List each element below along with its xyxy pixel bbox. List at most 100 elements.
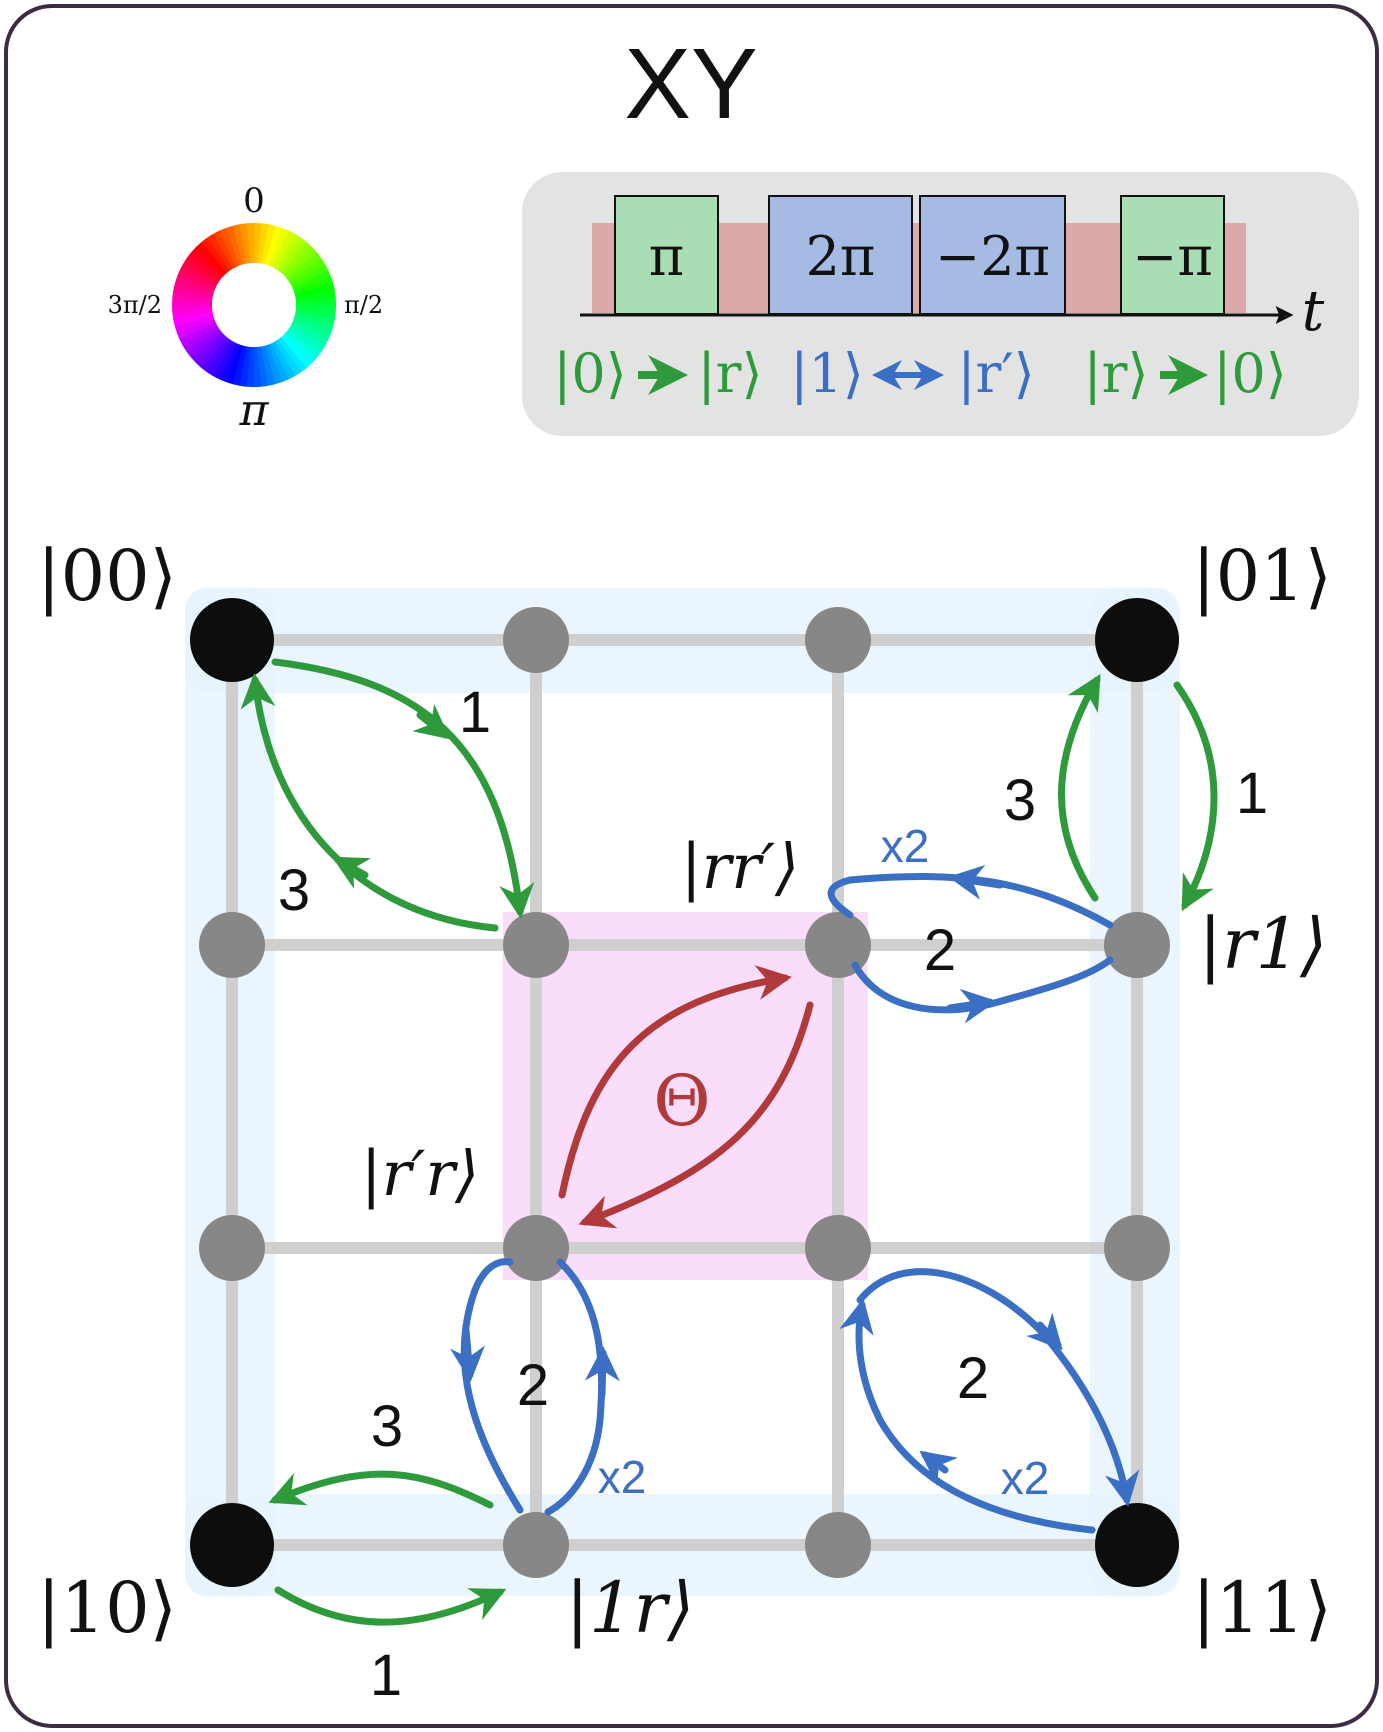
phase-wheel-segment [286, 329, 322, 358]
phase-label-bottom: π [239, 385, 270, 436]
pulse-block-1-label: 2π [806, 225, 876, 288]
arrow-loop-bottom-head [946, 988, 997, 1024]
phase-wheel-segment [225, 225, 244, 266]
phase-wheel-segment [295, 308, 336, 320]
phase-wheel-segment [290, 264, 329, 288]
phase-wheel-segment [186, 252, 222, 281]
phase-wheel-segment [186, 328, 222, 358]
pulse-block-3-label: −π [1132, 225, 1213, 288]
phase-label-right: π/2 [344, 291, 383, 319]
phase-wheel-segment [206, 339, 233, 377]
transition-1: |1⟩ |r′⟩ [790, 342, 1034, 405]
pulse-block-0: π [614, 195, 719, 315]
arrow-01-to-r1-step1 [1173, 681, 1218, 912]
phase-wheel-segment [290, 322, 329, 347]
arrow-rr-prime-to-r1-loop-bottom [851, 956, 1114, 1014]
label-bottom-right-x2: x2 [1001, 1452, 1050, 1504]
phase-wheel-segment [271, 230, 296, 269]
transition-2-to: |0⟩ [1213, 342, 1287, 405]
phase-wheel-segment [232, 224, 247, 265]
pulse-block-2: −2π [919, 195, 1066, 315]
state-label-11: |11⟩ [1192, 1567, 1332, 1649]
arrow-loop-top-head [948, 865, 1004, 900]
node-00 [190, 598, 274, 682]
label-top-right-3: 3 [1004, 768, 1036, 833]
transition-2-from: |r⟩ [1083, 342, 1148, 405]
arrow-r1-to-rr-prime-loop-top [827, 872, 1114, 929]
phase-wheel-segment [277, 337, 307, 373]
pulse-block-2-box [919, 195, 1066, 315]
transition-1-from: |1⟩ [790, 342, 864, 405]
phase-wheel-segment [288, 326, 326, 353]
phase-wheel-segment [191, 246, 225, 279]
phase-wheel-segment [201, 337, 230, 373]
pulse-block-3: −π [1120, 195, 1225, 315]
pulse-block-2-label: −2π [935, 225, 1050, 288]
arrow-r-prime-r-to-1r-right [544, 1258, 606, 1516]
center-magenta-square [503, 912, 868, 1280]
phase-wheel-segment [173, 283, 214, 298]
phase-wheel-segment [295, 297, 336, 306]
phase-wheel-segment [206, 233, 234, 271]
state-label-rr-prime: |rr′⟩ [681, 830, 799, 903]
phase-wheel-segment [280, 242, 313, 276]
phase-wheel-segment [196, 241, 228, 276]
phase-wheel-segment [172, 297, 213, 305]
phase-wheel-segment [172, 290, 213, 302]
state-label-r-prime-r: |r′r⟩ [361, 1137, 479, 1210]
phase-wheel-segment [173, 312, 214, 327]
arrow-bottom-right-return-head [919, 1450, 958, 1486]
phase-wheel-segment [212, 341, 237, 380]
label-bottom-left-1: 1 [370, 1643, 402, 1708]
phase-wheel-segment [293, 276, 334, 295]
phase-wheel-segment [174, 315, 215, 334]
phase-label-left: 3π/2 [108, 291, 162, 319]
phase-wheel-segment [232, 345, 247, 386]
label-bottom-loop-2: 2 [517, 1353, 549, 1418]
arrow-1r-to-r-prime-r-left [460, 1258, 524, 1514]
arrow-r-prime-r-to-rr-prime [558, 965, 792, 1199]
phase-wheel-segment [182, 257, 220, 284]
phase-wheel-segment [213, 230, 237, 269]
phase-wheel-segment [176, 270, 217, 291]
phase-wheel-segment [268, 343, 289, 383]
label-bottom-right-2: 2 [957, 1346, 989, 1411]
label-top-left-1: 1 [459, 680, 491, 745]
phase-wheel-segment [182, 325, 220, 353]
node-1r [503, 1512, 569, 1578]
phase-wheel-hole [212, 263, 296, 347]
phase-wheel-segment [294, 312, 335, 327]
node-2-3 [1104, 1215, 1170, 1281]
node-1-1 [503, 912, 569, 978]
time-axis-label: t [1302, 279, 1325, 344]
label-top-right-1: 1 [1236, 761, 1268, 826]
phase-wheel-segment [225, 344, 244, 385]
phase-wheel-segment [261, 345, 276, 386]
phase-wheel-segment [219, 227, 240, 267]
phase-wheel-segment [264, 344, 283, 385]
label-right-loop-x2: x2 [881, 820, 930, 872]
phase-wheel-segment [293, 315, 334, 334]
state-label-r1: |r1⟩ [1199, 903, 1328, 985]
phase-wheel-segment [254, 223, 262, 264]
phase-wheel-ring [172, 223, 336, 387]
arrow-11-to-2-2 [839, 1298, 1096, 1534]
transition-labels: 1 3 1 3 2 x2 Θ 2 x2 3 1 2 x2 [278, 680, 1268, 1708]
arrow-10-to-1r-step1 [274, 1586, 507, 1626]
phase-wheel-segment [246, 346, 254, 387]
phase-wheel-segment [179, 263, 218, 288]
arrow-bottom-loop-left-head [450, 1326, 485, 1382]
phase-wheel-segment [257, 223, 269, 264]
arrow-rr-prime-to-r-prime-r [578, 1001, 814, 1229]
label-top-left-3: 3 [278, 858, 310, 923]
phase-wheel-segment [292, 270, 332, 291]
node-rr-prime [805, 912, 871, 978]
phase-wheel-segment [179, 322, 218, 346]
node-2-2 [805, 1215, 871, 1281]
arrow-bottom-right-mid-head [1026, 1312, 1063, 1351]
phase-wheel-segment [280, 334, 312, 369]
node-2-0 [199, 1215, 265, 1281]
node-3-2 [805, 1512, 871, 1578]
transition-arrows [240, 658, 1218, 1626]
